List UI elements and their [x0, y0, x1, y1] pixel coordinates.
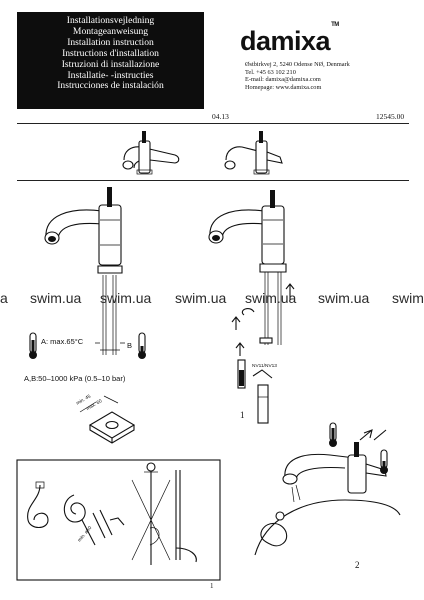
watermark-text: swim.ua	[175, 290, 227, 306]
watermark-text: swim.ua	[100, 290, 152, 306]
brand-name: damixa	[240, 26, 331, 56]
phone-line: Tel. +45 63 102 210	[245, 68, 296, 76]
page-number: 1	[210, 582, 214, 590]
thermometer-cold-right-icon	[380, 449, 388, 474]
brand-trademark: TM	[331, 22, 339, 28]
title-it: Istruzioni di installazione	[61, 58, 160, 70]
brand-logo: damixaTM	[240, 22, 339, 57]
faucet-left-illustration	[44, 187, 123, 355]
faucet-overview-left-illustration	[122, 131, 180, 175]
watermark-partial: a	[0, 290, 8, 306]
pressure-spec-label: A,B:50–1000 kPa (0.5–10 bar)	[24, 374, 126, 383]
product-code: 12545.00	[376, 112, 405, 121]
header-divider	[17, 123, 409, 124]
step-2-label: 2	[355, 560, 360, 570]
overview-divider	[17, 180, 409, 181]
step-1-label: 1	[240, 410, 245, 420]
mounting-washer-illustration	[79, 395, 136, 444]
cold-supply-label: B	[127, 341, 133, 350]
watermark-text: swim.ua	[30, 290, 82, 306]
wrench-size-label: NV11/NV13	[252, 364, 277, 369]
title-de: Montageanweisung	[72, 25, 149, 37]
watermark-text: swim.ua	[318, 290, 370, 306]
homepage-line: Homepage: www.damixa.com	[245, 83, 322, 91]
hot-temperature-label: A: max.65°C	[41, 337, 84, 346]
hose-handling-panel	[16, 459, 221, 581]
thermometer-cold-icon	[138, 332, 146, 359]
thermometer-hot-right-icon	[329, 422, 337, 447]
faucet-right-illustration	[208, 190, 295, 424]
email-line: E-mail: damixa@damixa.com	[245, 76, 321, 84]
aerator-installation-illustration	[254, 429, 401, 556]
title-fr: Instructions d'installation	[62, 47, 159, 59]
date-code: 04.13	[212, 112, 229, 121]
company-address: Østbirkvej 2, 5240 Odense NØ, Denmark Te…	[245, 61, 350, 91]
watermark-text-clipped: swim.ua	[392, 290, 424, 306]
faucet-overview-right-illustration	[224, 131, 283, 175]
thermometer-hot-icon	[29, 332, 37, 359]
title-es: Instrucciones de instalación	[57, 80, 164, 92]
title-en: Installation instruction	[67, 36, 154, 48]
title-da: Installationsvejledning	[66, 15, 155, 26]
title-block: Installationsvejledning Montageanweisung…	[17, 12, 204, 109]
hose-bending-illustration	[27, 462, 197, 565]
watermark-text: swim.ua	[245, 290, 297, 306]
title-nl: Installatie- -instructies	[67, 69, 154, 81]
address-line: Østbirkvej 2, 5240 Odense NØ, Denmark	[245, 61, 350, 68]
